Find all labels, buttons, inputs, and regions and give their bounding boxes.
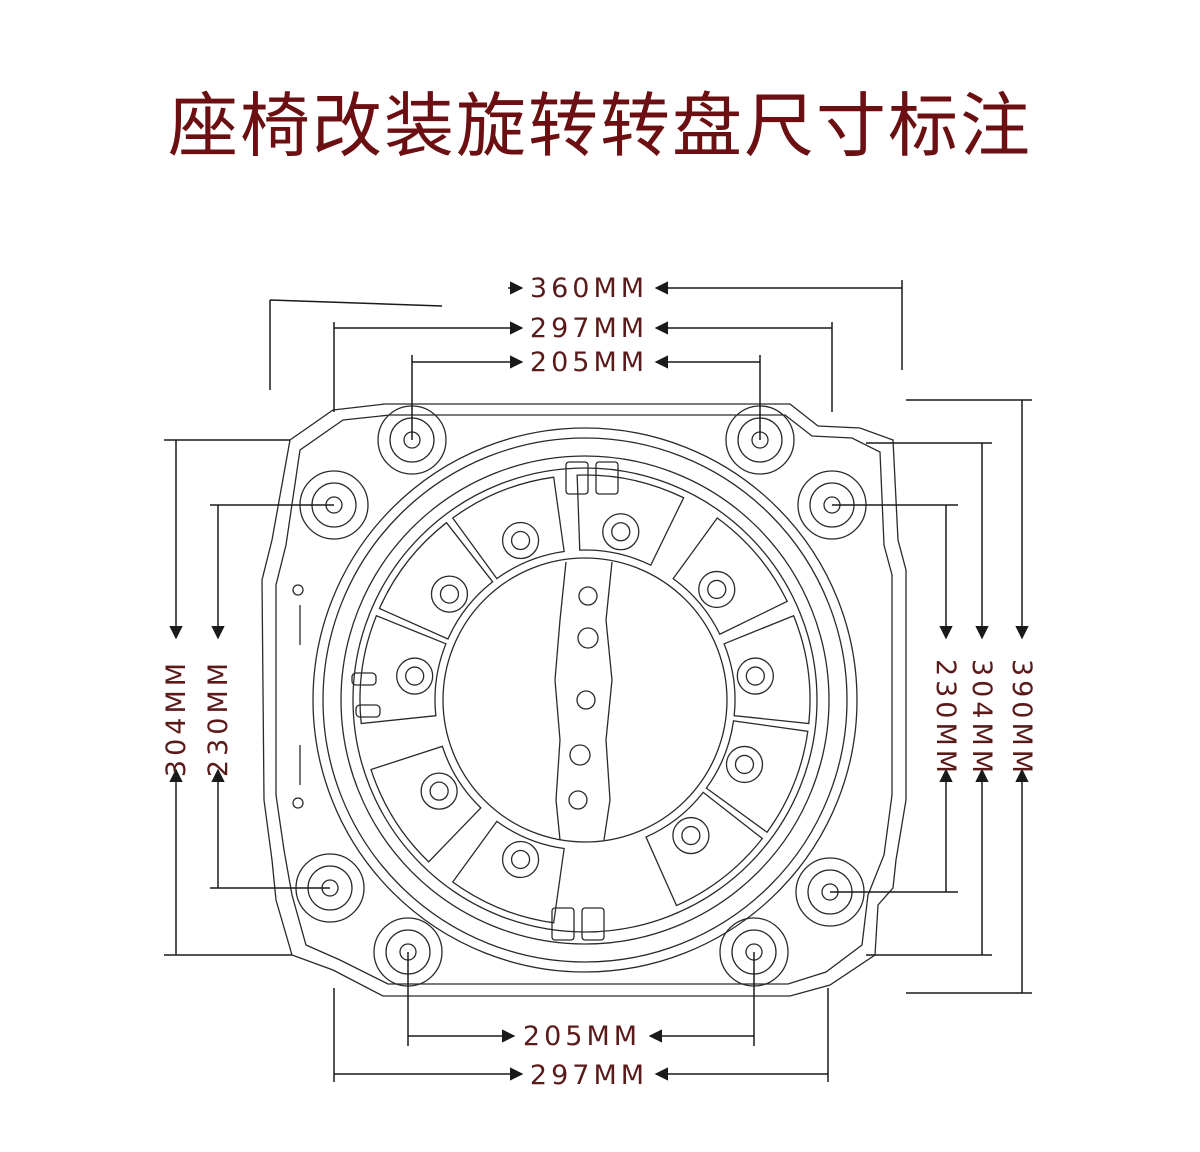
segment-hole-outer [501, 521, 540, 560]
segment-hole-outer [396, 657, 434, 695]
label-right-mid: 304MM [966, 659, 997, 777]
dimension-labels: 360MM 297MM 205MM 205MM 297MM 304MM 230M… [161, 273, 1037, 1091]
segment-hole-inner [611, 522, 631, 542]
corner-bolts [295, 405, 867, 987]
label-left-inner: 230MM [203, 659, 234, 777]
page-title: 座椅改装旋转转盘尺寸标注 [168, 85, 1032, 167]
label-top-overall: 360MM [530, 273, 648, 304]
segment-hole-inner [439, 584, 460, 604]
label-right-inner: 230MM [930, 659, 961, 777]
segment-hole-inner [707, 579, 727, 600]
label-top-inner: 205MM [530, 347, 648, 378]
segment-hole-outer [725, 745, 764, 784]
segment-hole-outer [736, 657, 774, 695]
segment-hole-inner [429, 781, 449, 801]
label-right-overall: 390MM [1006, 659, 1037, 777]
segment-hole-outer [501, 840, 540, 879]
segment-hole-outer [420, 772, 458, 810]
label-bottom-outer: 297MM [530, 1060, 648, 1091]
turntable [312, 427, 858, 973]
dimension-lines [164, 280, 1032, 1082]
radial-segment [723, 614, 811, 725]
side-pins [292, 584, 304, 809]
segment-hole-outer [430, 575, 469, 613]
segment-hole-inner [734, 754, 755, 775]
radial-segment [576, 474, 685, 567]
radial-segments [359, 474, 811, 924]
segment-hole-outer [698, 570, 736, 609]
segment-hole-inner [681, 825, 701, 846]
radial-segment [705, 720, 809, 834]
radial-segment [378, 521, 494, 640]
segment-hole-inner [745, 666, 765, 686]
segment-hole-outer [602, 513, 640, 551]
label-left-outer: 304MM [161, 659, 192, 777]
segment-hole-inner [405, 666, 425, 686]
label-bottom-inner: 205MM [523, 1021, 641, 1052]
center-spine [554, 561, 613, 841]
label-top-outer: 297MM [530, 313, 648, 344]
small-tabs [351, 461, 619, 941]
radial-segment [359, 614, 447, 725]
segment-hole-inner [510, 849, 531, 870]
radial-segment [451, 476, 565, 580]
segment-hole-inner [510, 530, 531, 551]
radial-segment [645, 791, 764, 907]
radial-segment [370, 745, 482, 863]
radial-segment [451, 820, 565, 924]
segment-hole-outer [672, 816, 710, 855]
radial-segment [672, 517, 789, 636]
